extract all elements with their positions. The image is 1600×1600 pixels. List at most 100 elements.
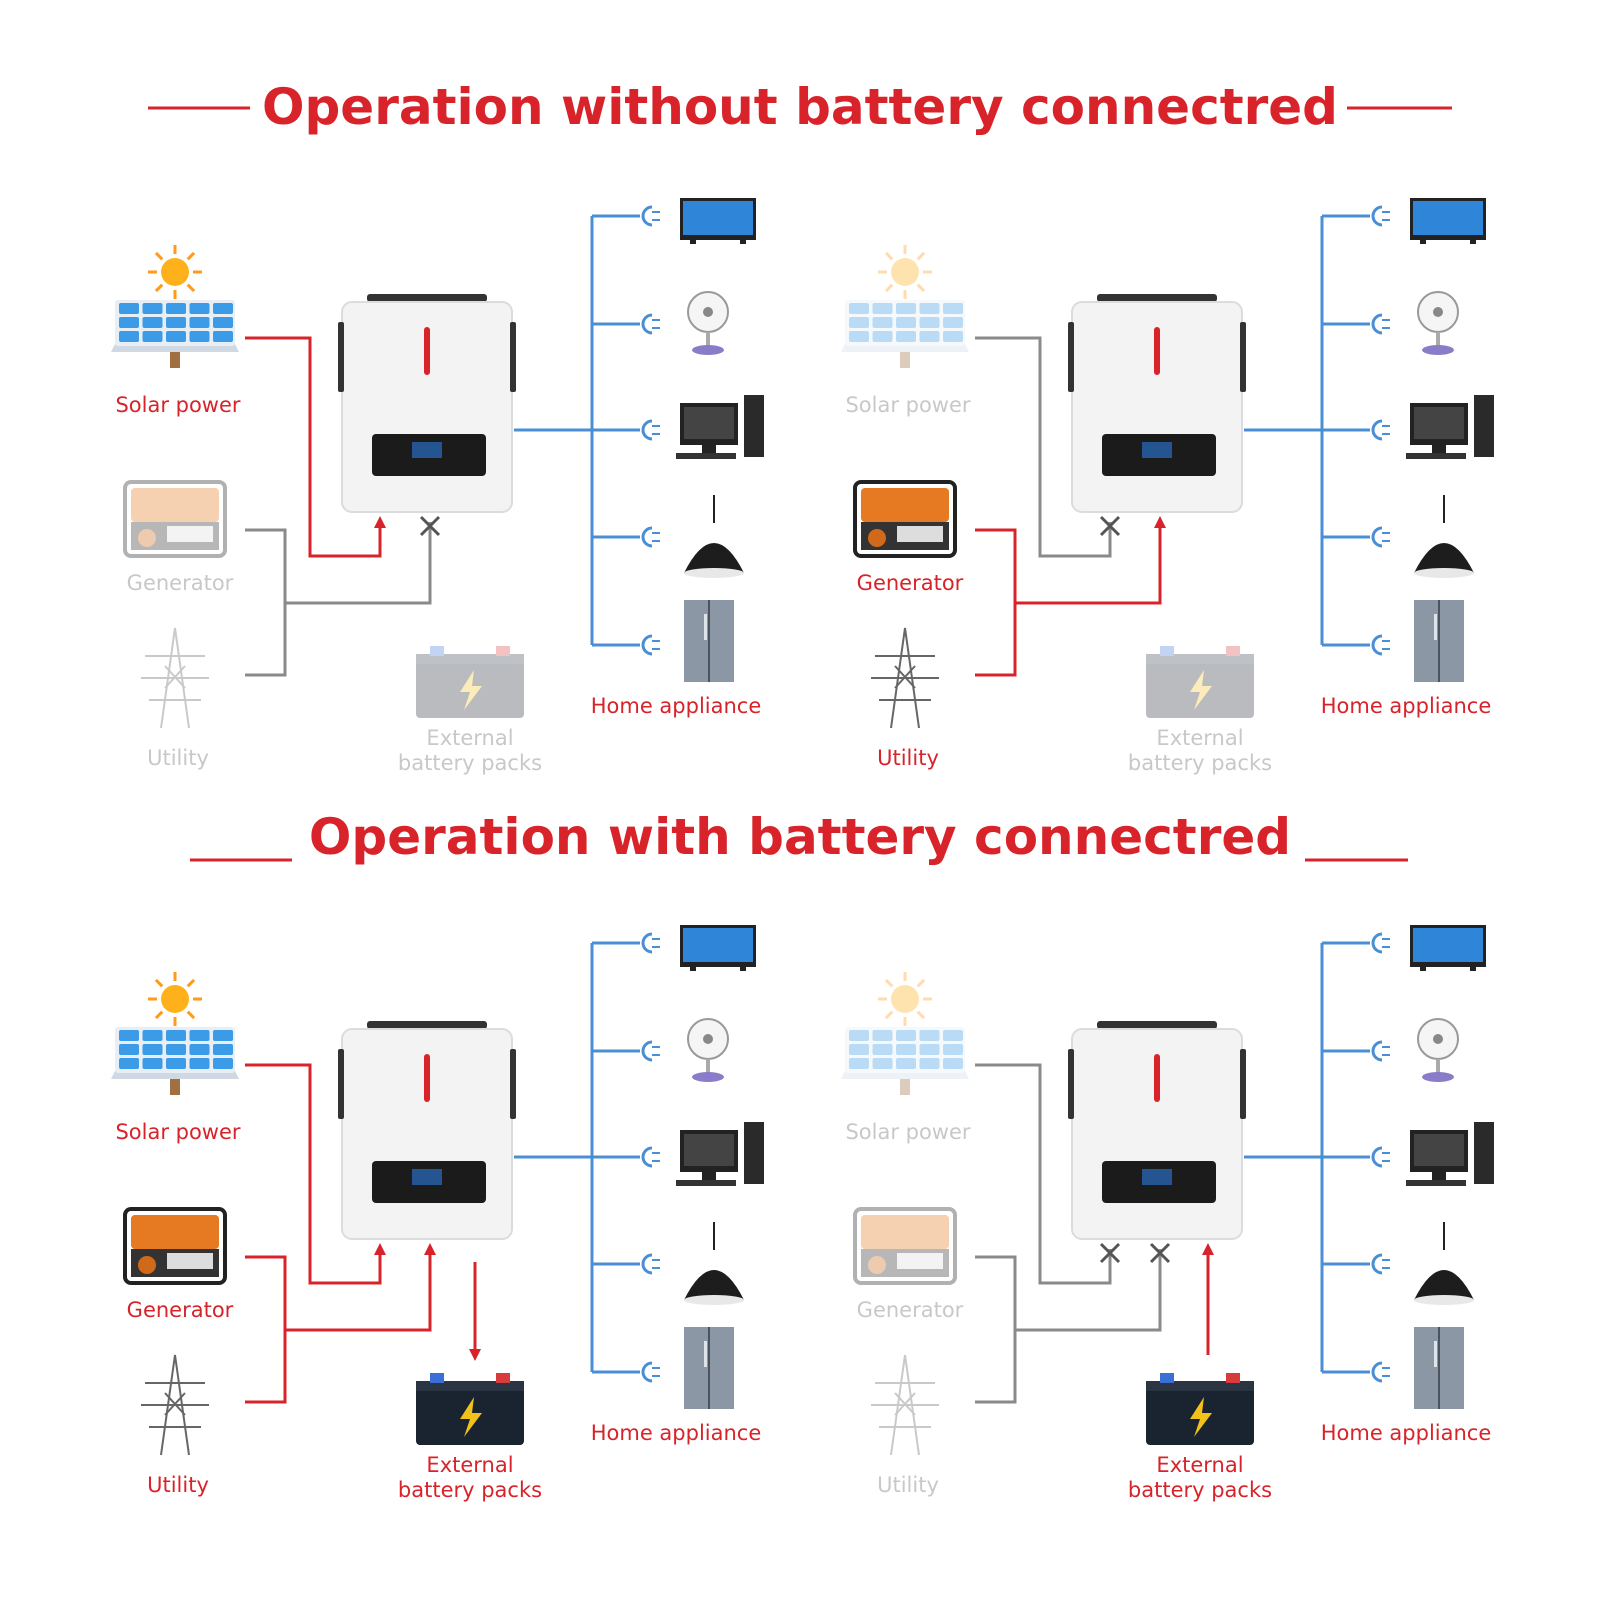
solar-cross <box>1099 515 1121 537</box>
inverter-handle <box>367 1021 487 1029</box>
inverter-handle <box>1097 1021 1217 1029</box>
fan-icon <box>1417 1018 1459 1082</box>
panel-cell <box>166 331 186 342</box>
tower-legs <box>160 1354 190 1456</box>
panel-cell <box>166 1030 186 1041</box>
tower-brace-2 <box>894 1392 916 1416</box>
battery-label-line1: External <box>1156 726 1243 750</box>
panel-post <box>170 352 180 368</box>
lamp-rim <box>1414 568 1474 578</box>
plug-icon <box>1371 1253 1383 1275</box>
panel-cell <box>213 1030 233 1041</box>
tower-brace-2 <box>164 1392 186 1416</box>
sun-core <box>161 985 189 1013</box>
plug-icon <box>641 932 653 954</box>
panel-cell <box>849 1058 869 1069</box>
sun-ray <box>186 1010 196 1020</box>
battery-label-line2: battery packs <box>398 751 542 775</box>
generator-tank <box>131 1215 219 1249</box>
solar-arrow <box>374 516 386 528</box>
tv-foot-left <box>690 240 696 244</box>
battery-label-line2: battery packs <box>1128 751 1272 775</box>
panel-cell <box>872 1030 893 1041</box>
plug-icon <box>641 1361 653 1383</box>
pc-tower <box>1474 395 1494 457</box>
panel-cell <box>213 303 233 314</box>
solar-line <box>245 1063 382 1285</box>
generator-panel <box>897 1253 943 1269</box>
sun-core <box>161 258 189 286</box>
fridge-icon <box>684 1327 734 1409</box>
solar-arrow <box>374 1243 386 1255</box>
solar-label: Solar power <box>845 393 970 417</box>
pc-tower <box>744 395 764 457</box>
panel-base <box>841 1071 969 1079</box>
keyboard <box>676 1180 736 1186</box>
computer-icon <box>676 395 764 459</box>
battery-terminal-neg <box>1160 646 1174 656</box>
panel-cell <box>896 303 916 314</box>
grid-feed-line <box>1015 1249 1162 1332</box>
panel-cell <box>943 1044 963 1055</box>
panel-cell <box>142 1030 163 1041</box>
panel-cell <box>189 331 210 342</box>
fan-icon <box>1417 291 1459 355</box>
grid-arrow <box>424 1243 436 1255</box>
panel-cell <box>189 1044 210 1055</box>
solar-panel-icon <box>841 245 969 368</box>
computer-icon <box>1406 395 1494 459</box>
generator-tank <box>861 488 949 522</box>
fan-icon <box>687 291 729 355</box>
keyboard <box>1406 453 1466 459</box>
generator-icon <box>123 480 227 558</box>
sun-ray <box>186 251 196 261</box>
solar-label: Solar power <box>845 1120 970 1144</box>
sun-ray <box>884 1010 894 1020</box>
lamp-rim <box>684 1295 744 1305</box>
battery-icon <box>1146 1373 1254 1445</box>
fan-stand <box>706 1059 710 1075</box>
tower-legs <box>160 627 190 729</box>
battery-terminal-pos <box>1226 646 1240 656</box>
generator-label: Generator <box>857 1298 964 1322</box>
grid-arrow <box>1154 516 1166 528</box>
plug-icon <box>1371 932 1383 954</box>
inverter-side-right <box>1240 322 1246 392</box>
plug-icon <box>1371 313 1383 335</box>
panel-cell <box>166 317 186 328</box>
generator-frame <box>853 1207 957 1285</box>
panel-cell <box>872 303 893 314</box>
fan-stand <box>1436 332 1440 348</box>
monitor-neck <box>702 445 716 453</box>
lamp-shade <box>1414 543 1474 573</box>
fridge-handle <box>1434 1341 1437 1367</box>
tower-brace-1 <box>164 665 186 689</box>
panel-cell <box>213 1058 233 1069</box>
panel-cell <box>166 303 186 314</box>
fridge-icon <box>684 600 734 682</box>
panel-cell <box>189 317 210 328</box>
panel-cell <box>943 1058 963 1069</box>
panel-cell <box>849 1030 869 1041</box>
home-appliance-label: Home appliance <box>591 1421 762 1445</box>
sun-ray <box>884 978 894 988</box>
panel-cell <box>213 1044 233 1055</box>
fan-base <box>1422 345 1454 355</box>
generator-label: Generator <box>127 1298 234 1322</box>
fridge-handle <box>704 1341 707 1367</box>
battery-icon <box>1146 646 1254 718</box>
cross-stroke-b <box>1099 515 1121 537</box>
fan-stand <box>706 332 710 348</box>
panel-cell <box>896 1044 916 1055</box>
cross-stroke-b <box>1149 1242 1171 1264</box>
display-readout <box>412 442 442 458</box>
battery-charge-arrow <box>469 1349 481 1361</box>
panel-cell <box>943 1030 963 1041</box>
panel-cell <box>189 1058 210 1069</box>
inverter-unit <box>338 294 516 513</box>
panel-cell <box>872 1044 893 1055</box>
solar-line <box>975 1063 1112 1285</box>
lamp-icon <box>1414 1222 1474 1305</box>
generator-panel <box>897 526 943 542</box>
tv-foot-left <box>1420 967 1426 971</box>
